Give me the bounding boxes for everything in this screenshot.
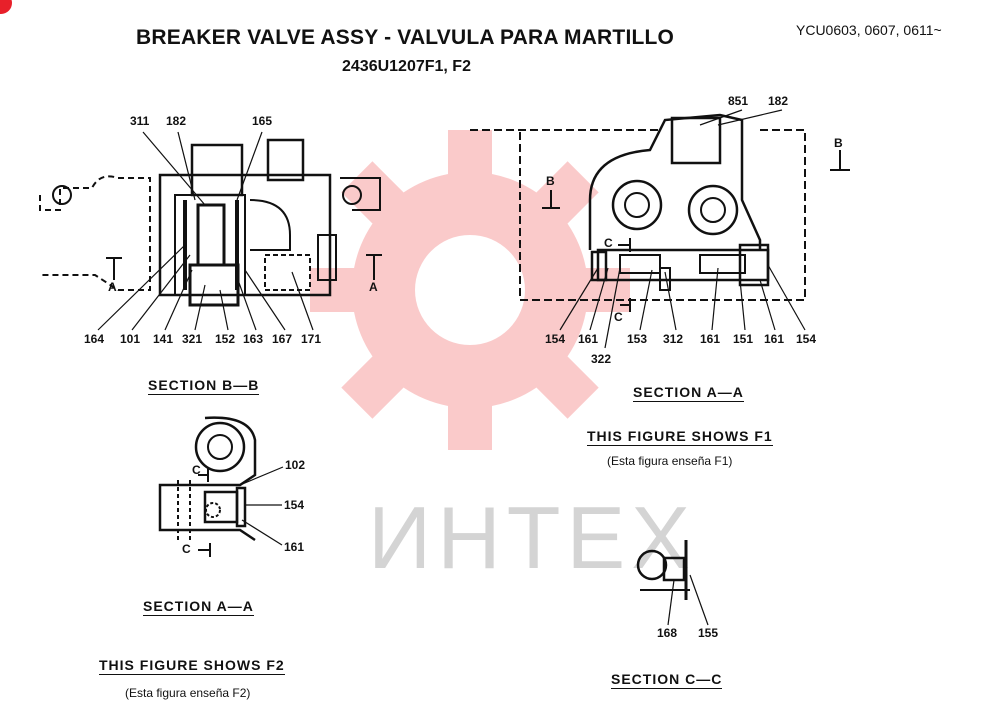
callout-171: 171: [301, 332, 322, 346]
marker-a-right: A: [369, 280, 378, 294]
section-bb-title: SECTION B—B: [148, 377, 260, 395]
callout-154-f1-left: 154: [545, 332, 566, 346]
callout-163: 163: [243, 332, 264, 346]
callout-165: 165: [252, 114, 273, 128]
callout-312: 312: [663, 332, 684, 346]
callout-161-f1-b: 161: [700, 332, 721, 346]
f1-note: (Esta figura enseña F1): [607, 454, 733, 468]
watermark-text: ИНТЕХ: [368, 488, 696, 587]
callout-155: 155: [698, 626, 719, 640]
callout-182-f1: 182: [768, 94, 789, 108]
callout-151: 151: [733, 332, 754, 346]
marker-b-right: B: [834, 136, 843, 150]
f2-note: (Esta figura enseña F2): [125, 686, 251, 700]
section-aa-f2-drawing: [158, 416, 284, 557]
callout-153: 153: [627, 332, 648, 346]
callout-154-f1-right: 154: [796, 332, 817, 346]
marker-b-left: B: [546, 174, 555, 188]
callout-168: 168: [657, 626, 678, 640]
callout-851: 851: [728, 94, 749, 108]
section-cc-drawing: [636, 540, 709, 626]
marker-c-f2-bottom: C: [182, 542, 191, 556]
callout-321: 321: [182, 332, 203, 346]
callout-141: 141: [153, 332, 174, 346]
callout-154-f2: 154: [284, 498, 305, 512]
callout-182: 182: [166, 114, 187, 128]
section-aa-f1-drawing: [470, 109, 850, 349]
callout-167: 167: [272, 332, 293, 346]
drawing-title: BREAKER VALVE ASSY - VALVULA PARA MARTIL…: [136, 26, 675, 49]
marker-c-top: C: [604, 236, 613, 250]
marker-c-f2-top: C: [192, 463, 201, 477]
callout-161-f1-a: 161: [578, 332, 599, 346]
callout-311: 311: [130, 114, 150, 128]
section-cc-title: SECTION C—C: [611, 671, 723, 689]
callout-102: 102: [285, 458, 306, 472]
part-number: 2436U1207F1, F2: [342, 58, 471, 75]
section-aa-f2-title: SECTION A—A: [143, 598, 254, 616]
callout-164: 164: [84, 332, 105, 346]
callout-152: 152: [215, 332, 236, 346]
callout-161-f2: 161: [284, 540, 305, 554]
callout-101: 101: [120, 332, 141, 346]
section-aa-f1-title: SECTION A—A: [633, 384, 744, 402]
f1-shows-label: THIS FIGURE SHOWS F1: [587, 428, 773, 446]
corner-badge: [0, 0, 12, 14]
watermark-gear-icon: [310, 130, 630, 450]
marker-a-left: A: [108, 280, 117, 294]
marker-c-bottom: C: [614, 310, 623, 324]
f2-shows-label: THIS FIGURE SHOWS F2: [99, 657, 285, 675]
section-bb-drawing: [39, 131, 382, 331]
callout-322: 322: [591, 352, 612, 366]
callout-161-f1-c: 161: [764, 332, 785, 346]
serial-range: YCU0603, 0607, 0611~: [796, 22, 942, 38]
